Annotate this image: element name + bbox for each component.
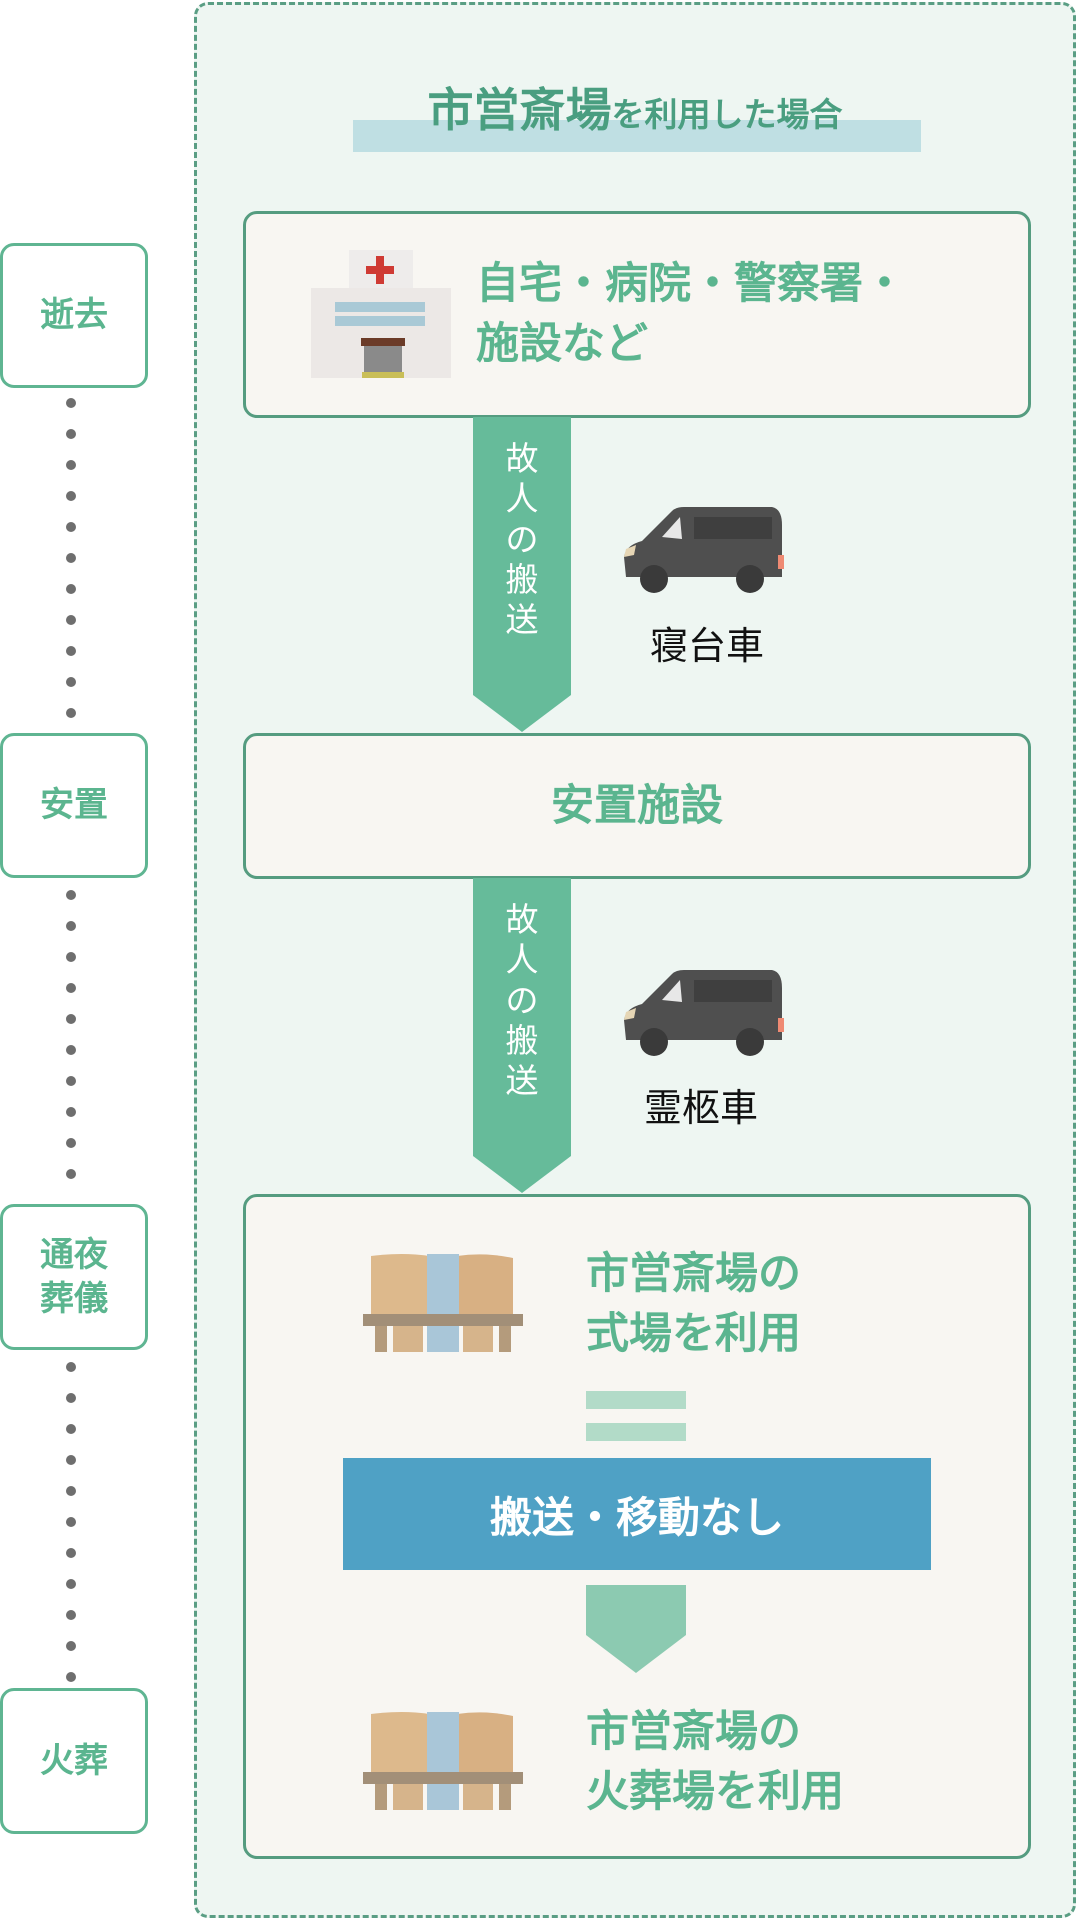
timeline-dot [66,584,76,594]
step-cremation: 火葬 [0,1688,148,1834]
text-line: 施設など [476,319,648,370]
timeline-dot [66,890,76,900]
timeline-dot [66,429,76,439]
hospital-icon [311,250,451,378]
timeline-dot [66,398,76,408]
timeline-dot [66,615,76,625]
timeline-dot [66,952,76,962]
vehicle-label: 寝台車 [649,624,764,668]
text-line: 式場を利用 [586,1309,801,1360]
timeline-dot [66,1641,76,1651]
timeline-dot [66,1610,76,1620]
timeline-dot [66,1672,76,1682]
timeline-dot [66,1424,76,1434]
timeline-dot [66,646,76,656]
timeline-dot [66,677,76,687]
timeline-dot [66,1517,76,1527]
funeral-hall-icon [363,1254,523,1352]
rest-facility-box: 安置施設 [243,733,1031,879]
text-line: 火葬場を利用 [586,1767,844,1818]
step-rest: 安置 [0,733,148,878]
timeline-dot [66,491,76,501]
rest-facility-text: 安置施設 [551,780,723,831]
crematorium-icon [363,1712,523,1810]
down-arrow-shape [473,417,571,732]
timeline-dot [66,921,76,931]
funeral-hall-text: 市営斎場の 式場を利用 [586,1244,801,1364]
page-title: 市営斎場を利用した場合 [194,74,1076,140]
transport-label: 故人の搬送 [505,900,539,1100]
step-label: 火葬 [40,1740,108,1781]
timeline-dot [66,1014,76,1024]
step-wake-funeral: 通夜葬儀 [0,1204,148,1350]
timeline-dot [66,1138,76,1148]
death-place-box: 自宅・病院・警察署・ 施設など [243,211,1031,418]
hearse-icon [624,970,784,1056]
timeline-dot [66,553,76,563]
step-label: 通夜 [40,1234,108,1275]
transport-arrow-2: 故人の搬送 [473,878,571,1193]
step-death: 逝去 [0,243,148,388]
timeline-dot [66,460,76,470]
title-sub: を利用した場合 [611,95,843,134]
hearse-van-icon [624,507,784,593]
text-line: 市営斎場の [586,1249,801,1299]
step-label: 逝去 [40,295,108,336]
no-transport-banner: 搬送・移動なし [343,1458,931,1570]
transport-arrow-1: 故人の搬送 [473,417,571,732]
vehicle-label: 霊柩車 [643,1086,758,1130]
timeline-dot [66,1045,76,1055]
equals-bar-bottom [586,1423,686,1441]
text-line: 自宅・病院・警察署・ [476,259,906,309]
timeline-dot [66,1393,76,1403]
timeline-dot [66,1169,76,1179]
timeline-dot [66,1107,76,1117]
timeline-dot [66,1548,76,1558]
crematorium-text: 市営斎場の 火葬場を利用 [586,1702,844,1822]
timeline-dot [66,522,76,532]
title-main: 市営斎場 [427,83,612,137]
down-arrow-icon [586,1585,686,1673]
transport-label: 故人の搬送 [505,439,539,639]
title-highlight [353,120,921,152]
timeline-dot [66,708,76,718]
timeline-dot [66,1486,76,1496]
timeline-dot [66,983,76,993]
step-label: 安置 [40,785,108,826]
death-place-text: 自宅・病院・警察署・ 施設など [476,254,906,374]
timeline-dot [66,1579,76,1589]
timeline-dot [66,1362,76,1372]
timeline-dot [66,1455,76,1465]
no-transport-text: 搬送・移動なし [489,1492,784,1542]
down-arrow-shape [473,878,571,1193]
equals-bar-top [586,1391,686,1409]
step-label: 葬儀 [40,1279,108,1319]
timeline-dot [66,1076,76,1086]
text-line: 市営斎場の [586,1707,801,1757]
